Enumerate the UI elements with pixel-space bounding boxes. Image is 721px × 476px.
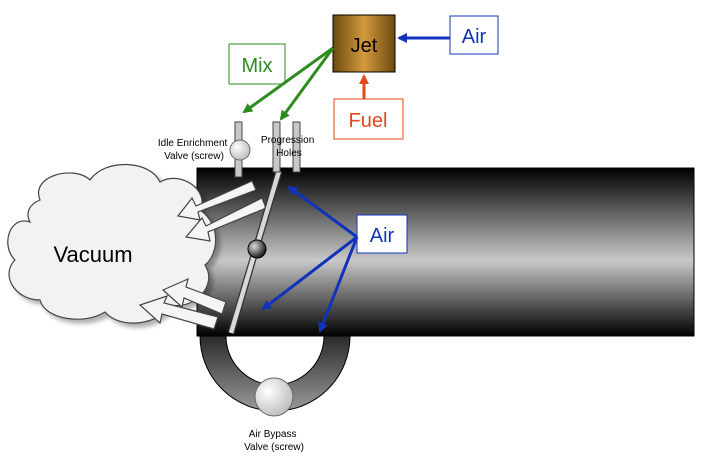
vacuum-arrow-4 bbox=[138, 295, 219, 330]
progression-hole-1 bbox=[272, 121, 281, 173]
progression-label-line1: Progression bbox=[261, 135, 314, 146]
air-top-label: Air bbox=[462, 26, 487, 48]
fuel-box bbox=[333, 98, 404, 140]
progression-hole-2 bbox=[292, 121, 301, 173]
progression-label-line2: Holes bbox=[276, 148, 302, 159]
idle-valve-label-line2: Valve (screw) bbox=[164, 151, 224, 162]
mix-box bbox=[228, 43, 286, 85]
fuel-label: Fuel bbox=[349, 110, 388, 132]
air-top-box bbox=[449, 15, 499, 55]
carburetor-bore bbox=[196, 167, 695, 337]
mix-label: Mix bbox=[241, 55, 272, 77]
air-mid-box bbox=[356, 214, 408, 254]
bypass-label-line1: Air Bypass bbox=[249, 429, 297, 440]
air-mid-label: Air bbox=[370, 225, 395, 247]
mix-to-progression-arrow bbox=[279, 47, 335, 121]
jet-box bbox=[332, 14, 396, 73]
throttle-pivot bbox=[247, 239, 267, 259]
progression-holes-label: Progression Holes bbox=[261, 135, 317, 159]
vacuum-arrow-3 bbox=[161, 277, 227, 315]
air-bypass-valve-screw bbox=[254, 377, 294, 417]
air-to-throttle-arrow bbox=[261, 235, 358, 311]
vacuum-flow-arrows bbox=[138, 180, 267, 330]
vacuum-label: Vacuum bbox=[53, 242, 132, 267]
mix-to-idle-arrow bbox=[242, 46, 334, 114]
air-bypass-channel bbox=[199, 335, 351, 412]
idle-valve-label: Idle Enrichment Valve (screw) bbox=[158, 138, 230, 162]
bypass-label-line2: Valve (screw) bbox=[244, 442, 304, 453]
vacuum-arrow-2 bbox=[184, 197, 267, 242]
idle-enrichment-valve-screw bbox=[229, 139, 251, 161]
idle-valve-label-line1: Idle Enrichment bbox=[158, 138, 228, 149]
jet-label: Jet bbox=[351, 35, 378, 57]
vacuum-arrow-1 bbox=[176, 180, 257, 221]
air-to-progression-arrow bbox=[287, 185, 358, 239]
air-to-bypass-arrow bbox=[318, 236, 359, 333]
bypass-valve-label: Air Bypass Valve (screw) bbox=[244, 429, 304, 453]
